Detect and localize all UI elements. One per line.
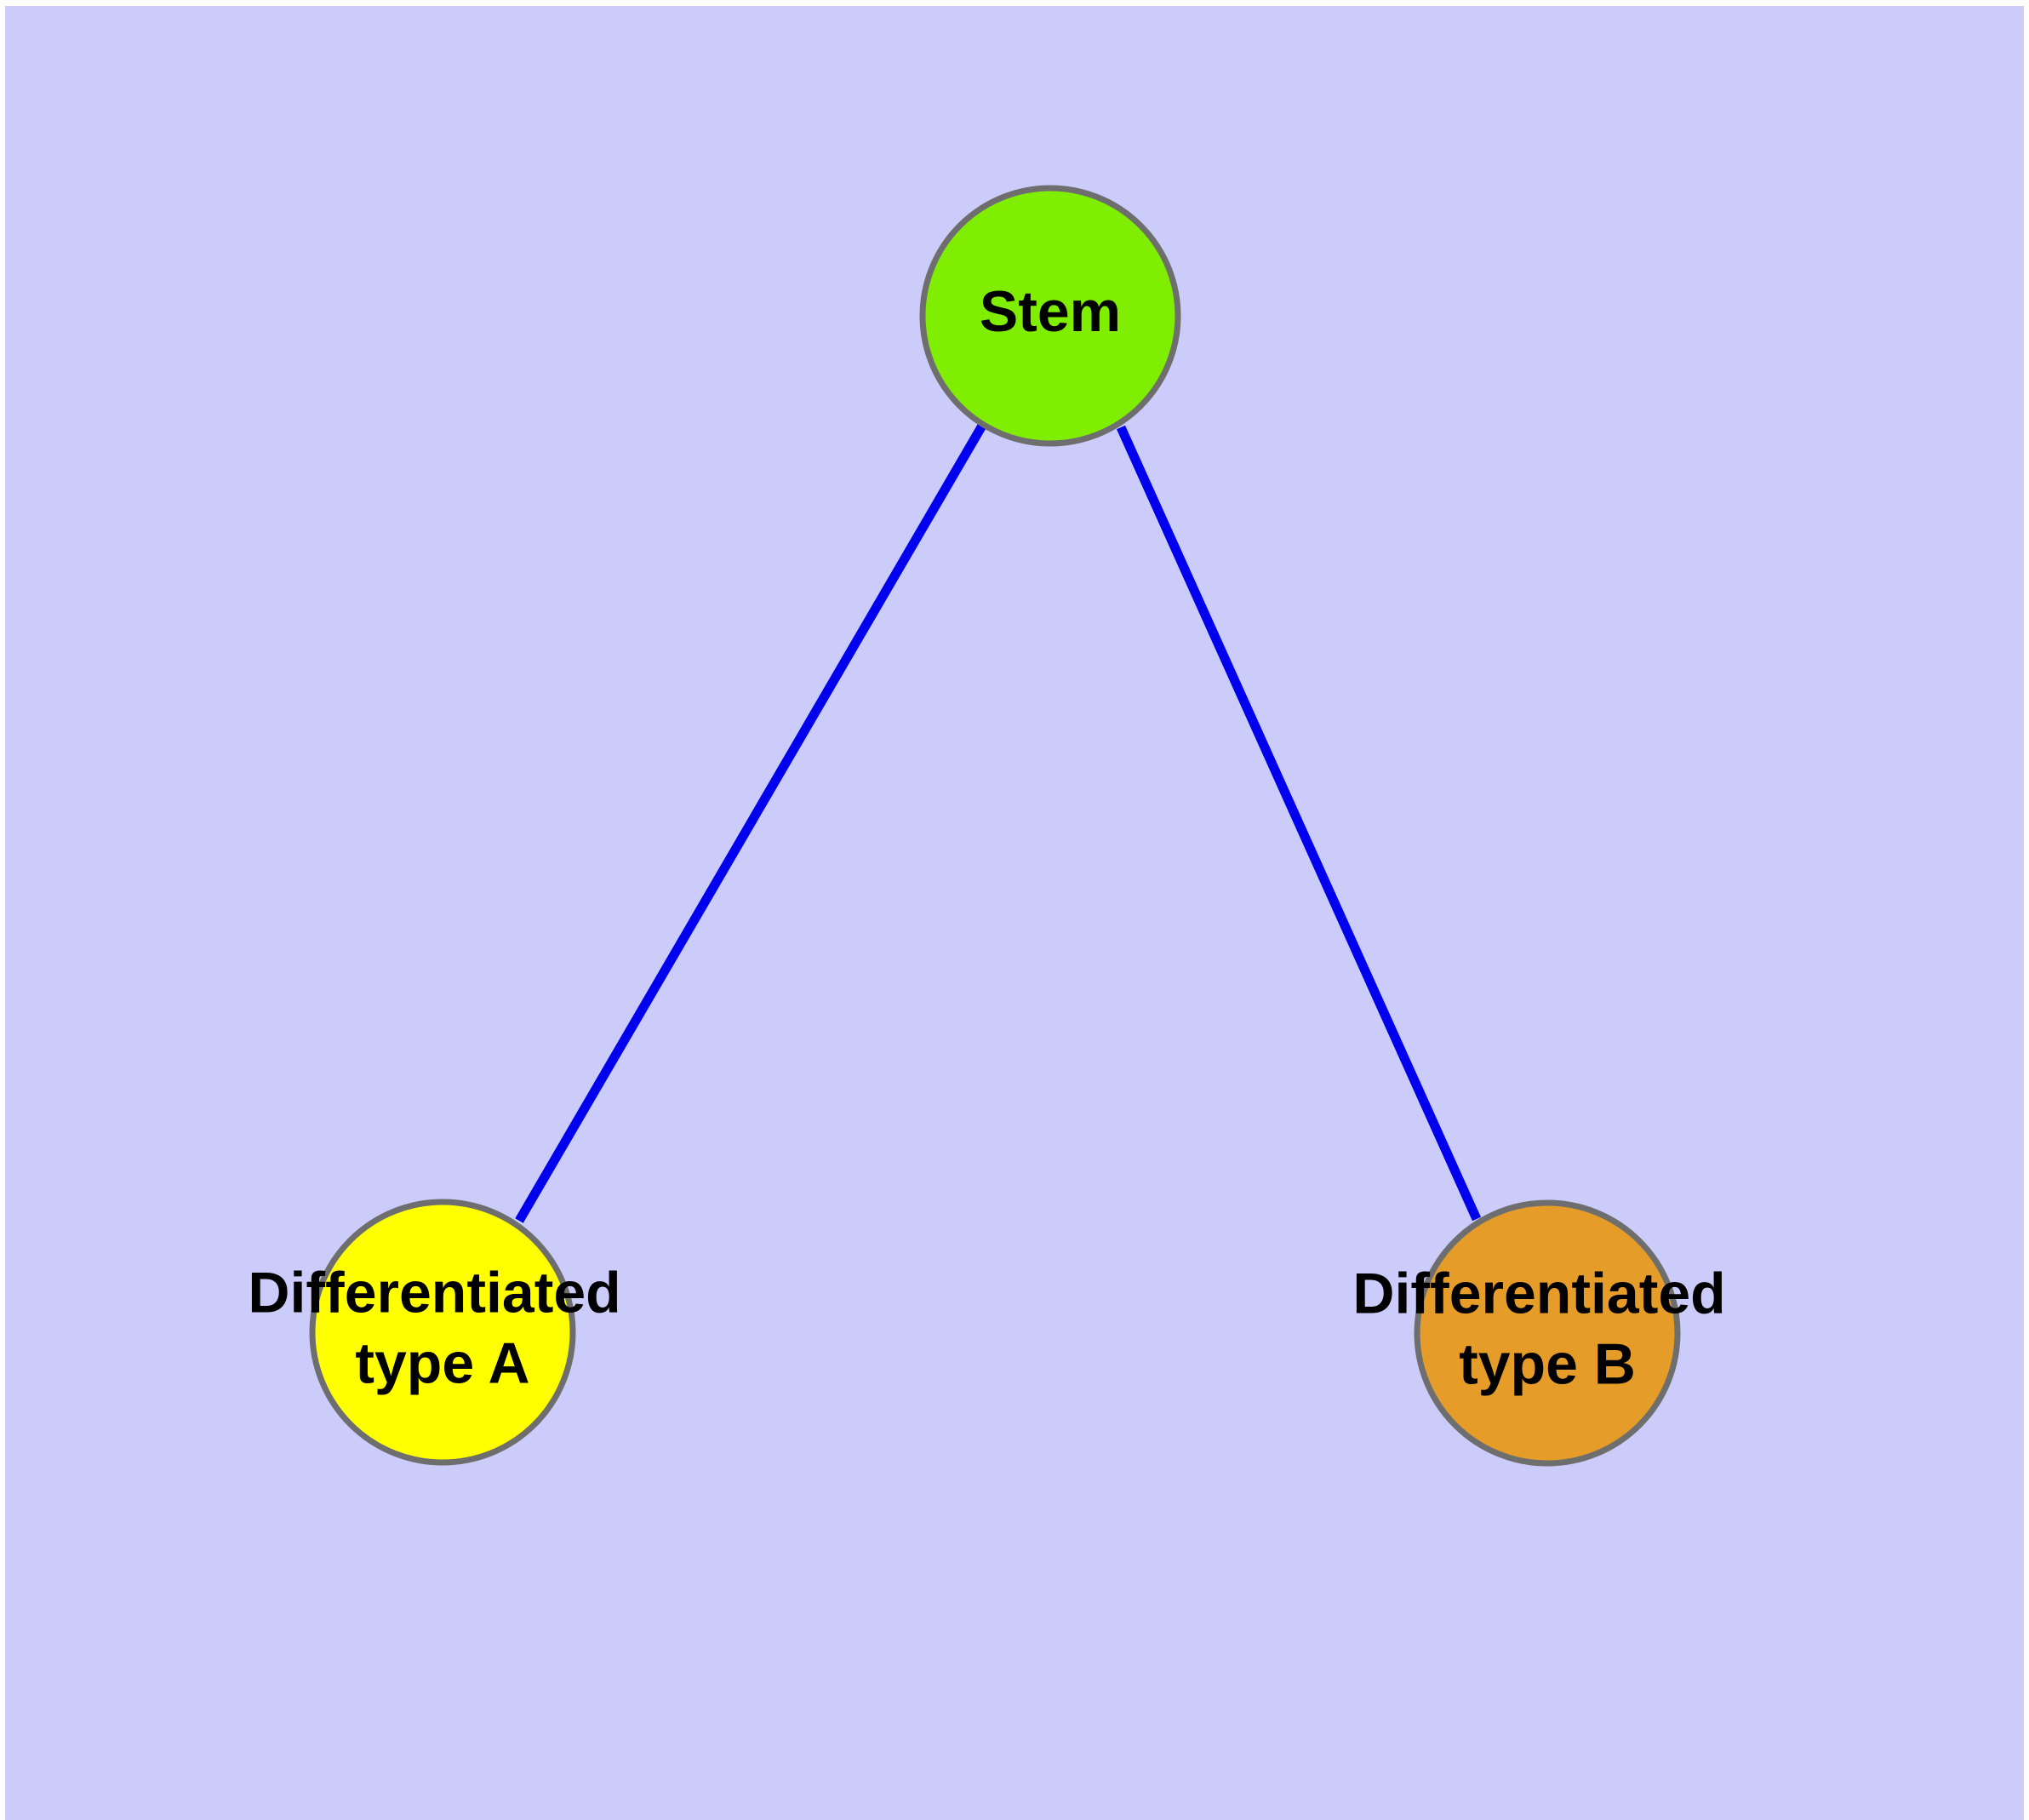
node-label-differentiated-type-b-line-2: type B [1459, 1331, 1636, 1396]
node-differentiated-type-a[interactable] [309, 1199, 576, 1466]
edge-stem-to-differentiated-type-a [515, 423, 986, 1223]
node-label-differentiated-type-b: Differentiated type B [1352, 1261, 1741, 1396]
node-layer [309, 185, 1681, 1467]
node-label-differentiated-type-a: Differentiated type A [248, 1260, 637, 1395]
node-differentiated-type-b[interactable] [1414, 1199, 1681, 1467]
label-layer: Stem Differentiated type A Differentiate… [248, 279, 1741, 1396]
node-label-stem: Stem [980, 279, 1121, 344]
edge-layer [515, 423, 1482, 1223]
edge-stem-to-differentiated-type-b [1116, 425, 1482, 1222]
node-stem[interactable] [919, 185, 1181, 447]
node-label-differentiated-type-a-line-2: type A [355, 1331, 529, 1395]
node-label-stem-line-1: Stem [980, 279, 1121, 344]
node-label-differentiated-type-a-line-1: Differentiated [248, 1260, 620, 1325]
node-label-differentiated-type-b-line-1: Differentiated [1352, 1261, 1725, 1325]
